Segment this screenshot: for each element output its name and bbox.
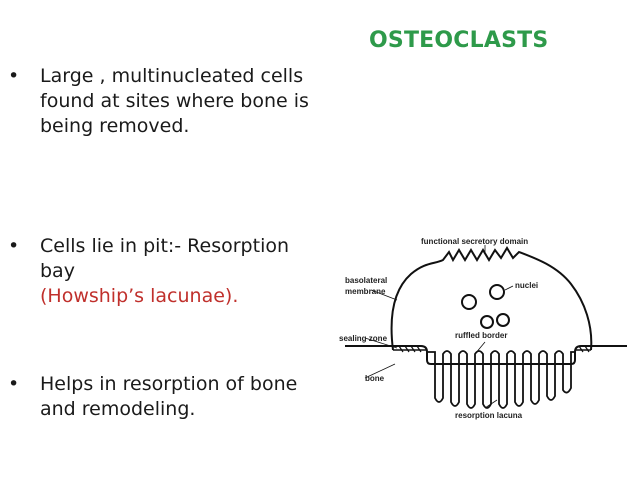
label-functional-secretory-domain: functional secretory domain bbox=[421, 237, 528, 246]
osteoclast-cell-outline bbox=[390, 246, 593, 351]
bullet-text-2: Cells lie in pit:- Resorption bay (Howshi… bbox=[40, 234, 310, 309]
bullet-dot: • bbox=[8, 373, 20, 395]
bullet-text-2-main: Cells lie in pit:- Resorption bay bbox=[40, 235, 290, 282]
label-resorption-lacuna: resorption lacuna bbox=[455, 411, 523, 420]
label-membrane: membrane bbox=[345, 287, 386, 296]
bullet-dot: • bbox=[8, 235, 20, 257]
bullet-text-3: Helps in resorption of bone and remodeli… bbox=[40, 373, 298, 420]
nuclei bbox=[461, 284, 510, 329]
osteoclast-diagram: functional secretory domain basolateral … bbox=[339, 237, 627, 420]
bone-surface-line bbox=[345, 345, 627, 365]
label-ruffled-border: ruffled border bbox=[455, 331, 507, 340]
label-sealing-zone: sealing zone bbox=[339, 334, 388, 343]
bullet-dot: • bbox=[8, 65, 20, 87]
slide-title: OSTEOCLASTS bbox=[369, 28, 549, 53]
howships-lacunae-highlight: (Howship’s lacunae). bbox=[40, 285, 239, 307]
ruffled-border bbox=[427, 350, 575, 409]
label-nuclei: nuclei bbox=[515, 281, 538, 290]
bullet-text-1: Large , multinucleated cells found at si… bbox=[40, 65, 309, 137]
label-basolateral: basolateral bbox=[345, 276, 387, 285]
leader-lines bbox=[364, 245, 514, 409]
sealing-zone-marks bbox=[398, 345, 590, 353]
label-bone: bone bbox=[365, 374, 385, 383]
